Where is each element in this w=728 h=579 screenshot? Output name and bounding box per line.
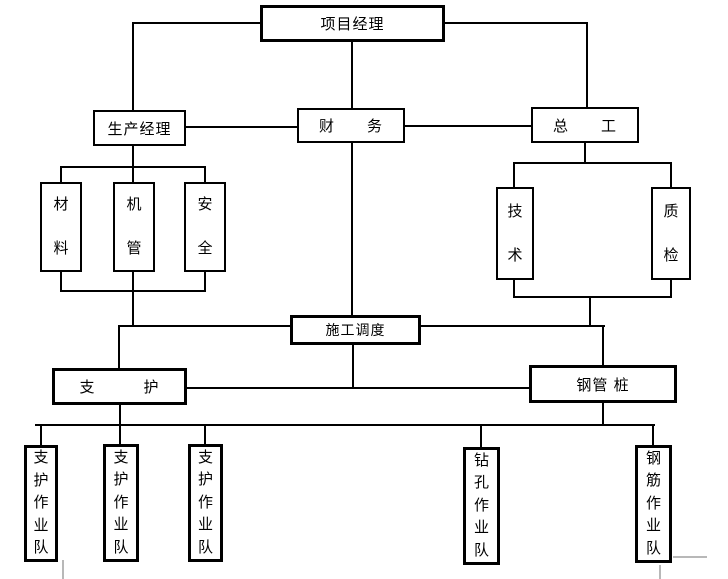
connector-line	[513, 280, 515, 298]
connector-line	[670, 162, 672, 187]
node-label: 钢筋作业队	[645, 449, 661, 557]
node-label: 技术	[507, 202, 523, 264]
node-production-manager: 生产经理	[93, 110, 186, 146]
connector-line	[405, 125, 531, 127]
node-label: 生产经理	[107, 120, 172, 138]
connector-line	[204, 272, 206, 292]
node-construction-dispatch: 施工调度	[290, 315, 421, 345]
node-support: 支 护	[52, 368, 187, 405]
node-materials: 材料	[40, 182, 82, 272]
connector-line	[132, 290, 134, 327]
node-quality-inspection: 质检	[651, 187, 691, 280]
node-label: 支 护	[79, 379, 160, 396]
node-rebar-team: 钢筋作业队	[635, 445, 672, 563]
connector-line	[132, 22, 262, 24]
connector-line	[351, 143, 353, 315]
connector-line	[443, 22, 588, 24]
connector-line	[118, 325, 290, 327]
connector-line	[40, 424, 42, 445]
connector-line	[119, 404, 121, 426]
node-label: 机管	[126, 196, 142, 257]
node-finance: 财 务	[297, 108, 405, 143]
node-project-manager: 项目经理	[260, 5, 445, 42]
node-label: 安全	[197, 196, 213, 257]
connector-line	[119, 424, 121, 445]
connector-line	[586, 22, 588, 107]
node-chief-engineer: 总 工	[531, 107, 639, 143]
connector-line	[187, 387, 531, 389]
connector-line	[589, 296, 591, 327]
canvas-artifact-line	[659, 565, 661, 579]
connector-line	[513, 162, 515, 187]
connector-line	[602, 325, 604, 365]
connector-line	[602, 403, 604, 426]
node-label: 材料	[53, 196, 69, 257]
node-steel-pipe-pile: 钢管 桩	[529, 365, 677, 403]
connector-line	[652, 424, 654, 445]
node-label: 质检	[663, 202, 679, 264]
node-support-team-1: 支护作业队	[24, 445, 58, 562]
connector-line	[35, 424, 655, 426]
connector-line	[204, 166, 206, 182]
connector-line	[60, 166, 62, 182]
connector-line	[670, 280, 672, 298]
connector-line	[421, 325, 605, 327]
node-label: 钢管 桩	[576, 376, 630, 394]
connector-line	[351, 42, 353, 108]
connector-line	[480, 424, 482, 447]
canvas-artifact-line	[673, 556, 707, 558]
node-machinery: 机管	[113, 182, 155, 272]
node-label: 钻孔作业队	[473, 451, 489, 559]
node-label: 支护作业队	[113, 448, 129, 556]
connector-line	[186, 126, 297, 128]
connector-line	[352, 345, 354, 389]
connector-line	[60, 166, 206, 168]
node-label: 支护作业队	[197, 448, 213, 556]
connector-line	[584, 143, 586, 164]
node-label: 财 务	[318, 118, 383, 135]
node-label: 总 工	[552, 117, 617, 135]
connector-line	[513, 296, 672, 298]
node-safety: 安全	[184, 182, 226, 272]
connector-line	[132, 146, 134, 182]
connector-line	[513, 162, 672, 164]
connector-line	[204, 424, 206, 445]
connector-line	[118, 325, 120, 368]
node-label: 支护作业队	[33, 449, 49, 557]
node-drilling-team: 钻孔作业队	[463, 447, 500, 565]
node-label: 施工调度	[325, 322, 386, 338]
node-support-team-2: 支护作业队	[103, 444, 139, 562]
connector-line	[132, 272, 134, 292]
node-support-team-3: 支护作业队	[188, 444, 223, 562]
canvas-artifact-line	[62, 560, 64, 579]
connector-line	[60, 272, 62, 292]
node-technology: 技术	[496, 187, 534, 280]
connector-line	[132, 22, 134, 110]
node-label: 项目经理	[320, 16, 385, 33]
